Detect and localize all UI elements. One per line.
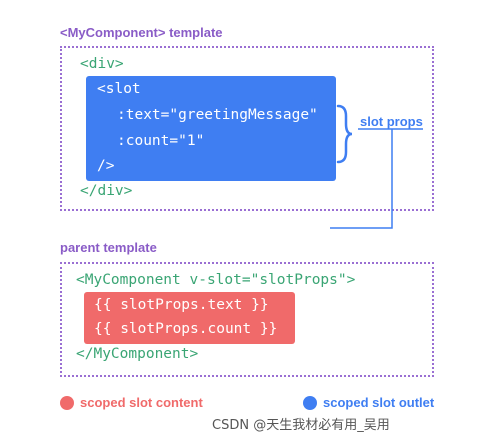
slot-content-block (84, 292, 295, 344)
slot-props-connector (330, 104, 423, 229)
content-legend-dot (60, 396, 74, 410)
div-close-tag: </div> (80, 183, 133, 199)
slot-line-4: /> (97, 158, 115, 174)
outlet-legend-label: scoped slot outlet (323, 395, 435, 410)
watermark: CSDN @天生我材必有用_吴用 (212, 418, 390, 433)
content-line-2: {{ slotProps.count }} (94, 321, 278, 337)
slot-line-2: :text="greetingMessage" (117, 107, 318, 123)
brace-icon (336, 104, 353, 164)
slot-line-1: <slot (97, 81, 141, 97)
slot-outlet-block (86, 76, 336, 181)
parent-box (60, 262, 434, 377)
content-legend-label: scoped slot content (80, 395, 203, 410)
component-close-tag: </MyComponent> (76, 346, 199, 362)
parent-section-title: parent template (60, 240, 157, 255)
connector-line (330, 129, 393, 229)
content-line-1: {{ slotProps.text }} (94, 297, 269, 313)
template-section-title: <MyComponent> template (60, 25, 223, 40)
slot-props-label: slot props (360, 114, 423, 129)
div-open-tag: <div> (80, 56, 124, 72)
slot-line-3: :count="1" (117, 133, 205, 149)
template-box (60, 46, 434, 211)
outlet-legend-dot (303, 396, 317, 410)
component-open-tag: <MyComponent v-slot="slotProps"> (76, 272, 356, 288)
